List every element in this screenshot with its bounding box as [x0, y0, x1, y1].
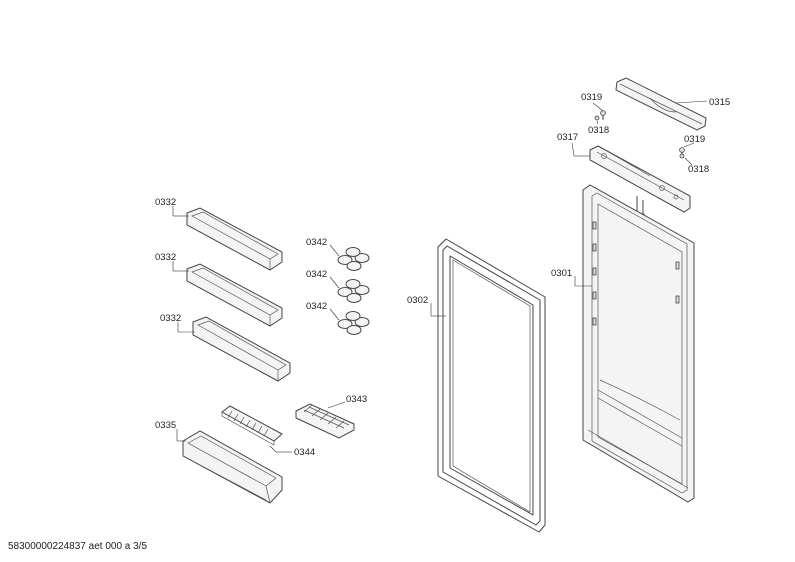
label-0342a: 0342 — [306, 237, 327, 248]
leader-0343 — [327, 401, 346, 409]
part-0318-washer-right[interactable] — [679, 153, 685, 159]
part-0315-hinge-cover[interactable] — [615, 77, 707, 131]
label-0342b: 0342 — [306, 269, 327, 280]
label-0301: 0301 — [551, 268, 572, 279]
label-0318b: 0318 — [688, 164, 709, 175]
part-0343-ice-tray[interactable] — [295, 403, 355, 439]
part-0332-door-shelf-2[interactable] — [186, 263, 283, 327]
label-0332b: 0332 — [155, 252, 176, 263]
part-0342-egg-holder-2[interactable] — [337, 279, 370, 303]
part-0302-door-gasket[interactable] — [437, 238, 546, 533]
label-0332a: 0332 — [155, 197, 176, 208]
part-0301-door-liner[interactable] — [582, 184, 695, 503]
label-0318a: 0318 — [588, 125, 609, 136]
part-0318-washer-left[interactable] — [594, 115, 600, 121]
label-0332c: 0332 — [160, 313, 181, 324]
drawing-number: 58300000224837 aet 000 a 3/5 — [8, 541, 148, 552]
leader-0319a — [592, 102, 604, 112]
part-0335-bottle-shelf[interactable] — [182, 430, 283, 504]
leader-0319b — [683, 142, 695, 148]
part-0319-screw-left[interactable] — [600, 110, 606, 120]
part-0344-bottle-divider[interactable] — [221, 405, 283, 446]
label-0315: 0315 — [709, 97, 730, 108]
label-0335: 0335 — [155, 420, 176, 431]
label-0344: 0344 — [294, 447, 315, 458]
leader-0318a — [596, 120, 599, 125]
label-0317: 0317 — [557, 132, 578, 143]
leader-0315 — [675, 100, 708, 104]
label-0302: 0302 — [407, 295, 428, 306]
label-0319a: 0319 — [581, 92, 602, 103]
label-0319b: 0319 — [684, 134, 705, 145]
label-0342c: 0342 — [306, 301, 327, 312]
label-0343: 0343 — [346, 394, 367, 405]
leader-0317 — [571, 142, 575, 157]
part-0332-door-shelf-3[interactable] — [192, 316, 291, 382]
leader-0342a — [329, 244, 340, 257]
leader-0318b — [684, 157, 693, 166]
leader-0344 — [269, 445, 277, 453]
leader-0342b — [329, 276, 340, 289]
part-0342-egg-holder-1[interactable] — [337, 247, 370, 271]
part-0332-door-shelf-1[interactable] — [186, 207, 283, 271]
leader-0342c — [329, 308, 340, 321]
part-0342-egg-holder-3[interactable] — [337, 311, 370, 335]
